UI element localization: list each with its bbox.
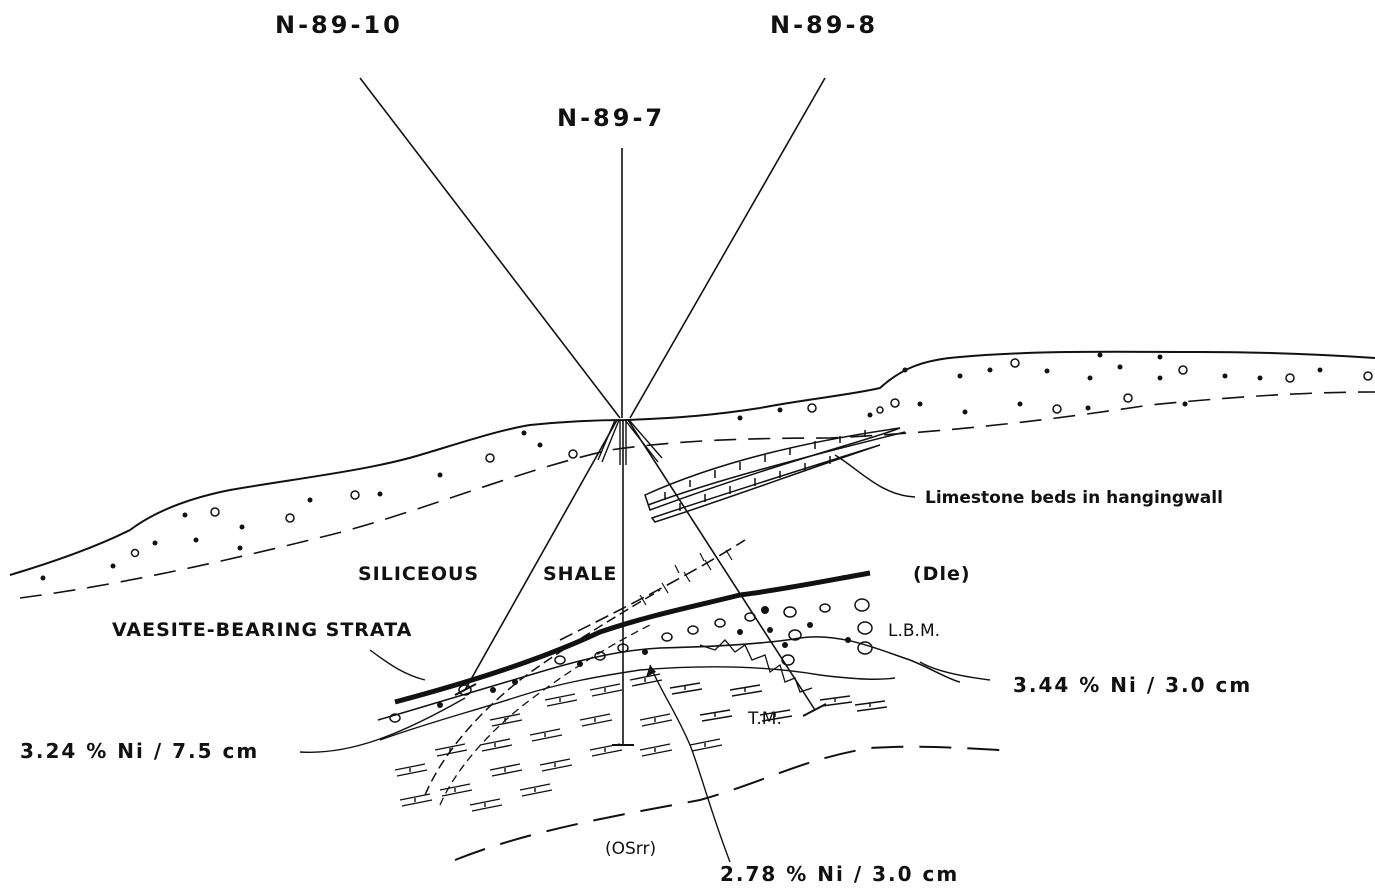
unit-label-lbm: L.B.M. [888, 621, 940, 641]
overburden-dots [40, 352, 1323, 581]
assay-left-leader [299, 697, 466, 753]
assay-label-right: 3.44 % Ni / 3.0 cm [1013, 673, 1252, 697]
vaesite-horizon [394, 570, 871, 705]
upper-horizon-hatch [639, 549, 733, 606]
overburden-base [19, 391, 1375, 599]
limestone-note: Limestone beds in hangingwall [925, 488, 1223, 508]
unit-label-shale: SHALE [543, 563, 617, 585]
unit-label-siliceous: SILICEOUS [358, 563, 479, 585]
assay-bottom-leader [649, 664, 731, 863]
drill-hole-label-n-89-8: N-89-8 [770, 11, 878, 39]
lbm-dots [437, 606, 851, 708]
dashed-mineralized-zone-2 [439, 624, 651, 806]
assay-label-left: 3.24 % Ni / 7.5 cm [20, 739, 259, 763]
leader-lines [299, 649, 991, 863]
limestone-leader [834, 454, 916, 498]
lower-dashed-horizon [454, 745, 1001, 861]
ground-surface [9, 350, 1375, 576]
drill-hole-label-n-89-10: N-89-10 [275, 11, 403, 39]
tm-boundary [379, 666, 896, 741]
assay-right-leader [919, 661, 991, 681]
unit-label-dle: (Dle) [913, 563, 971, 585]
drill-hole-label-n-89-7: N-89-7 [557, 104, 665, 132]
vaesite-base [377, 636, 961, 721]
assay-label-bottom: 2.78 % Ni / 3.0 cm [720, 862, 959, 886]
vaesite-leader [369, 649, 426, 681]
drill-hole-traces-above-ground [359, 77, 826, 419]
unit-label-vaesite: VAESITE-BEARING STRATA [112, 619, 412, 641]
unit-label-osrr: (OSrr) [605, 839, 656, 859]
jagged-boundary [699, 639, 813, 693]
limestone-beds [644, 427, 906, 523]
drill-hole-traces-below-ground [464, 419, 816, 745]
assay-bottom-arrowhead [646, 665, 656, 677]
dashed-mineralized-zone [424, 589, 661, 796]
overburden-pebbles [130, 358, 1373, 558]
unit-label-tm: T.M. [747, 709, 782, 729]
upper-dashed-horizon [559, 539, 746, 641]
lbm-nodules [389, 598, 873, 723]
